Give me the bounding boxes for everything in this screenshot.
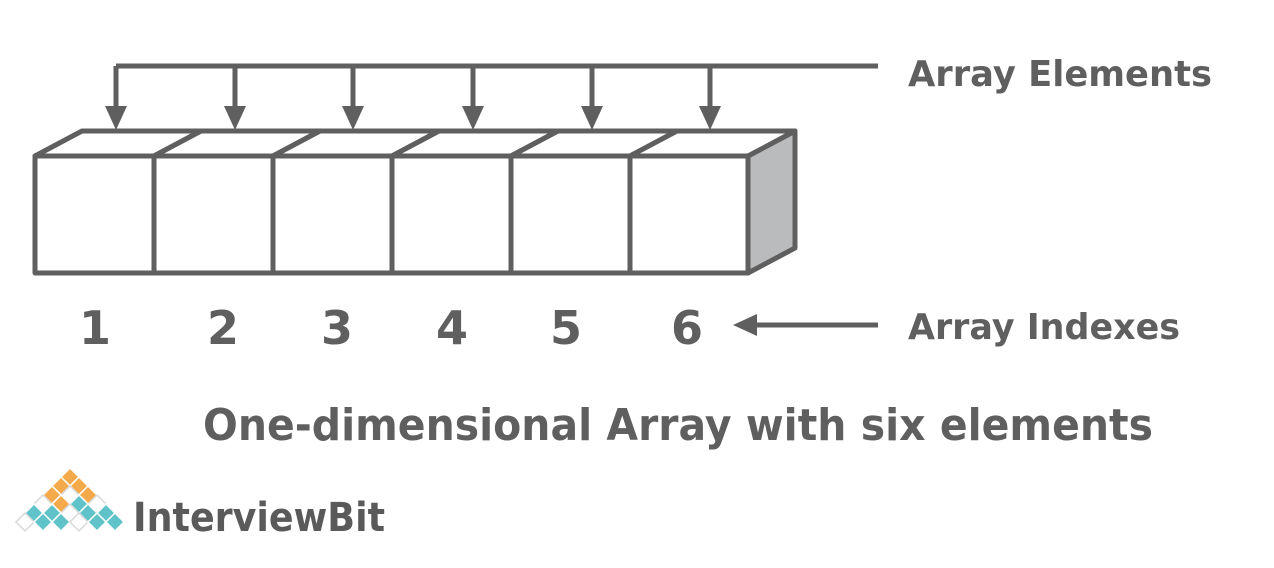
arrow-left-icon (733, 314, 757, 336)
array-indexes: 1 2 3 4 5 6 (79, 301, 703, 355)
index-label: 6 (671, 301, 703, 355)
index-label: 1 (79, 301, 111, 355)
array-cell-4 (389, 153, 514, 276)
index-label: 5 (550, 301, 582, 355)
arrow-down-icon (342, 106, 364, 130)
arrow-down-icon (105, 106, 127, 130)
array-cell-5 (508, 153, 633, 276)
array-indexes-label: Array Indexes (908, 307, 1180, 348)
index-label: 2 (207, 301, 239, 355)
index-label: 4 (436, 301, 468, 355)
arrow-down-icon (224, 106, 246, 130)
logo-mark-icon (14, 466, 126, 533)
array-elements-label: Array Elements (908, 54, 1212, 95)
diagram-caption: One-dimensional Array with six elements (203, 400, 1153, 451)
array-cells (32, 128, 798, 276)
element-arrowheads (105, 106, 721, 130)
interviewbit-logo: InterviewBit (14, 466, 385, 541)
array-cell-3 (270, 153, 395, 276)
index-label: 3 (321, 301, 353, 355)
arrow-down-icon (462, 106, 484, 130)
element-pointers (113, 63, 878, 112)
arrow-down-icon (581, 106, 603, 130)
array-cell-6 (627, 153, 751, 276)
array-cell-1 (32, 153, 157, 276)
arrow-down-icon (699, 106, 721, 130)
logo-wordmark: InterviewBit (133, 495, 385, 541)
index-pointer (733, 314, 878, 336)
array-cell-2 (151, 153, 276, 276)
